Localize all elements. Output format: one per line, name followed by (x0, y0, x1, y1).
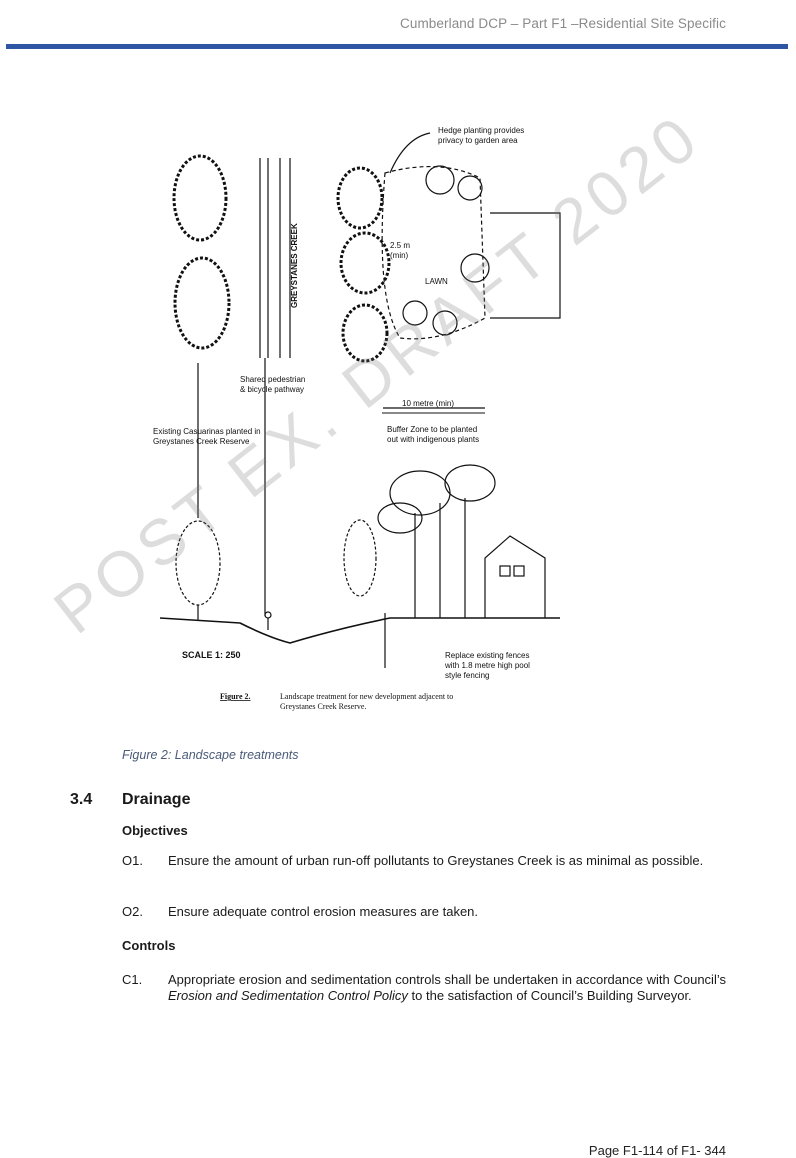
section-number: 3.4 (70, 791, 93, 808)
hedge-label-2: privacy to garden area (438, 136, 518, 145)
house-elevation (484, 535, 546, 618)
section-title: Drainage (122, 791, 191, 808)
figure-caption-2: Greystanes Creek Reserve. (280, 702, 366, 711)
header-divider (6, 44, 788, 49)
figure-caption: Figure 2: Landscape treatments (122, 748, 299, 762)
objective-text: Ensure adequate control erosion measures… (168, 904, 479, 919)
person-figure (264, 611, 272, 619)
hedge-outline (381, 166, 486, 340)
hedge-shrub (425, 165, 455, 195)
buffer-label-2: out with indigenous plants (387, 435, 479, 444)
dim-label-1: 2.5 m (390, 241, 410, 250)
house-plan (490, 212, 561, 319)
hedge-shrub (432, 310, 458, 336)
objective-code: O1. (122, 853, 143, 868)
pathway-label-1: Shared pedestrian (240, 375, 305, 384)
leader-line (389, 132, 431, 174)
page-header-title: Cumberland DCP – Part F1 –Residential Si… (399, 16, 726, 31)
buffer-tree-plan (339, 231, 391, 295)
fences-label-2: with 1.8 metre high pool (444, 661, 530, 670)
eucalypt-canopy (389, 470, 451, 516)
fences-label-1: Replace existing fences (445, 651, 530, 660)
ground-line (159, 617, 560, 644)
hedge-shrub (402, 300, 428, 326)
lawn-label: LAWN (425, 277, 448, 286)
figure-number: Figure 2. (220, 692, 251, 701)
objectives-heading: Objectives (122, 823, 188, 838)
metre-label: 10 metre (min) (402, 399, 454, 408)
casuarinas-label-2: Greystanes Creek Reserve (153, 437, 250, 446)
control-text: Appropriate erosion and sedimentation co… (168, 972, 726, 1004)
control-text-part: to the satisfaction of Council’s Buildin… (407, 988, 692, 1003)
casuarina-tree-plan (173, 256, 231, 350)
policy-name: Erosion and Sedimentation Control Policy (168, 988, 408, 1003)
casuarina-tree-section (343, 519, 377, 597)
landscape-figure: Hedge planting provides privacy to garde… (140, 118, 620, 718)
casuarina-tree-section (175, 520, 221, 606)
casuarina-tree-plan (172, 154, 228, 242)
dim-label-2: (min) (390, 251, 409, 260)
page-number: Page F1-114 of F1- 344 (588, 1143, 726, 1158)
hedge-label-1: Hedge planting provides (438, 126, 524, 135)
fences-label-3: style fencing (445, 671, 489, 680)
creek-label: GREYSTANES CREEK (290, 223, 299, 308)
figure-caption-1: Landscape treatment for new development … (280, 692, 453, 701)
objective-text: Ensure the amount of urban run-off pollu… (168, 853, 704, 868)
scale-label: SCALE 1: 250 (182, 650, 241, 660)
hedge-shrub (457, 175, 483, 201)
landscape-drawing: Hedge planting provides privacy to garde… (153, 126, 561, 711)
control-code: C1. (122, 972, 143, 987)
pathway-label-2: & bicycle pathway (240, 385, 304, 394)
buffer-tree-plan (336, 166, 384, 230)
objective-code: O2. (122, 904, 143, 919)
buffer-label-1: Buffer Zone to be planted (387, 425, 477, 434)
hedge-shrub (460, 253, 490, 283)
control-text-part: Appropriate erosion and sedimentation co… (168, 972, 726, 987)
eucalypt-canopy (444, 464, 496, 502)
eucalypt-canopy (377, 502, 423, 534)
controls-heading: Controls (122, 938, 176, 953)
buffer-tree-plan (341, 303, 389, 363)
casuarinas-label-1: Existing Casuarinas planted in (153, 427, 261, 436)
